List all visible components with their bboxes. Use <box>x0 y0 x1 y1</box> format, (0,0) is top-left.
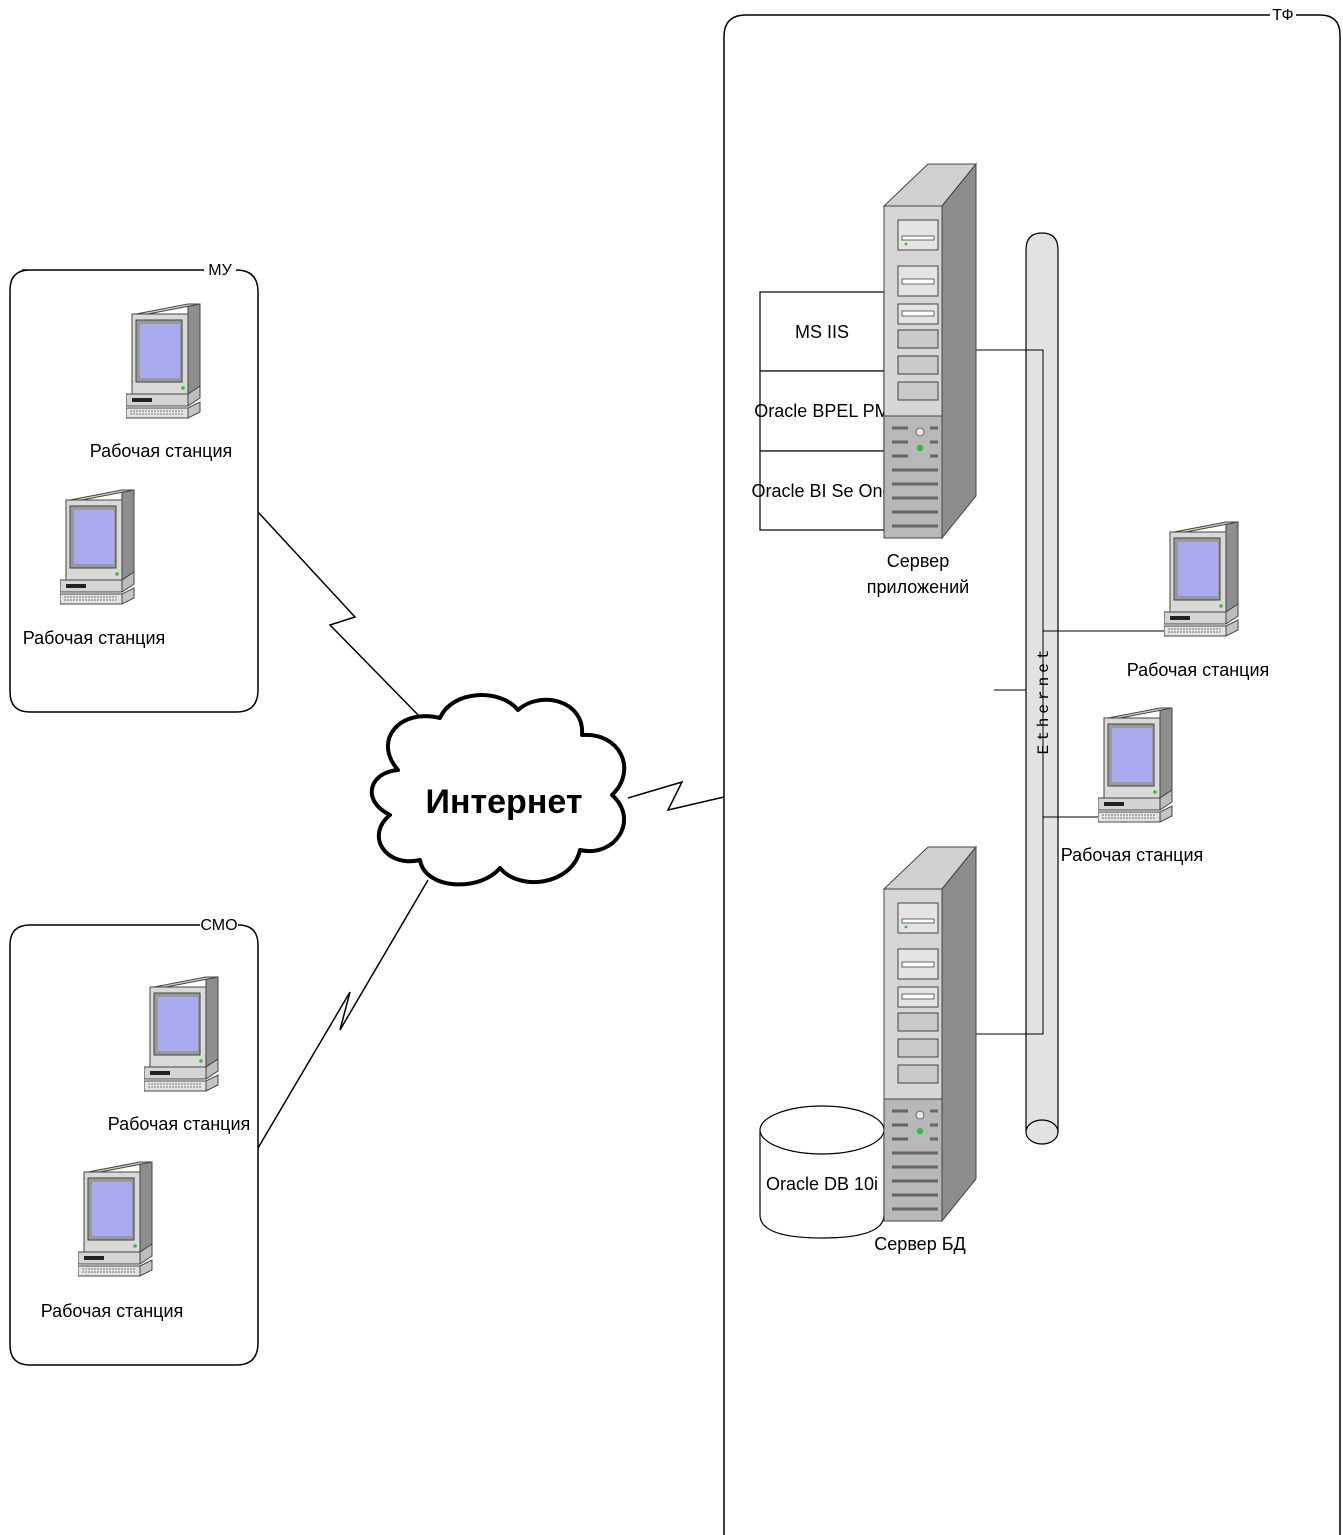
component-bi: Oracle BI Se One <box>751 481 892 501</box>
app-server-label-1: Сервер <box>887 551 949 571</box>
db-server-label: Сервер БД <box>874 1234 965 1254</box>
workstation-tf-1[interactable]: Рабочая станция <box>1127 521 1270 680</box>
link-internet-tf <box>627 780 725 812</box>
app-server-label-2: приложений <box>867 577 969 597</box>
component-bpel: Oracle BPEL PM <box>754 401 889 421</box>
server-icon <box>882 162 978 540</box>
workstation-label: Рабочая станция <box>90 441 233 461</box>
workstation-tf-2[interactable]: Рабочая станция <box>1061 707 1204 865</box>
workstation-mu-2[interactable]: Рабочая станция <box>23 489 166 648</box>
database-cylinder: Oracle DB 10i <box>759 1105 885 1239</box>
server-icon <box>882 845 978 1223</box>
workstation-icon <box>1164 521 1239 637</box>
workstation-smo-1[interactable]: Рабочая станция <box>108 976 251 1134</box>
app-components: MS IIS Oracle BPEL PM Oracle BI Se One <box>751 291 893 531</box>
workstation-label: Рабочая станция <box>108 1114 251 1134</box>
workstation-icon <box>60 489 135 605</box>
link-mu-internet <box>257 511 426 723</box>
group-mu-label: МУ <box>208 262 232 279</box>
group-mu: МУ <box>9 262 259 713</box>
workstation-icon <box>78 1161 153 1277</box>
ethernet-label: Ethernet <box>1035 646 1053 755</box>
internet-cloud: Интернет <box>369 693 627 887</box>
group-smo: СМО <box>9 917 259 1366</box>
link-appserver-bus <box>966 349 1044 1035</box>
group-tf: ТФ <box>723 7 1341 1535</box>
workstation-label: Рабочая станция <box>41 1301 184 1321</box>
workstation-label: Рабочая станция <box>23 628 166 648</box>
lan-links <box>966 349 1170 1035</box>
app-server[interactable]: MS IIS Oracle BPEL PM Oracle BI Se One С… <box>751 162 978 597</box>
workstation-mu-1[interactable]: Рабочая станция <box>90 303 233 461</box>
group-tf-label: ТФ <box>1272 7 1293 24</box>
workstation-smo-2[interactable]: Рабочая станция <box>41 1161 184 1321</box>
component-ms-iis: MS IIS <box>795 322 849 342</box>
workstation-label: Рабочая станция <box>1061 845 1204 865</box>
link-smo-internet <box>257 879 429 1149</box>
wan-links <box>257 511 725 1149</box>
group-smo-label: СМО <box>200 917 237 934</box>
ethernet-bus: Ethernet <box>1025 232 1059 1145</box>
workstation-label: Рабочая станция <box>1127 660 1270 680</box>
db-server[interactable]: Oracle DB 10i Сервер БД <box>759 845 978 1254</box>
database-label: Oracle DB 10i <box>766 1174 878 1194</box>
workstation-icon <box>144 976 219 1092</box>
workstation-icon <box>126 303 201 419</box>
internet-label: Интернет <box>426 783 583 821</box>
workstation-icon <box>1098 707 1173 823</box>
